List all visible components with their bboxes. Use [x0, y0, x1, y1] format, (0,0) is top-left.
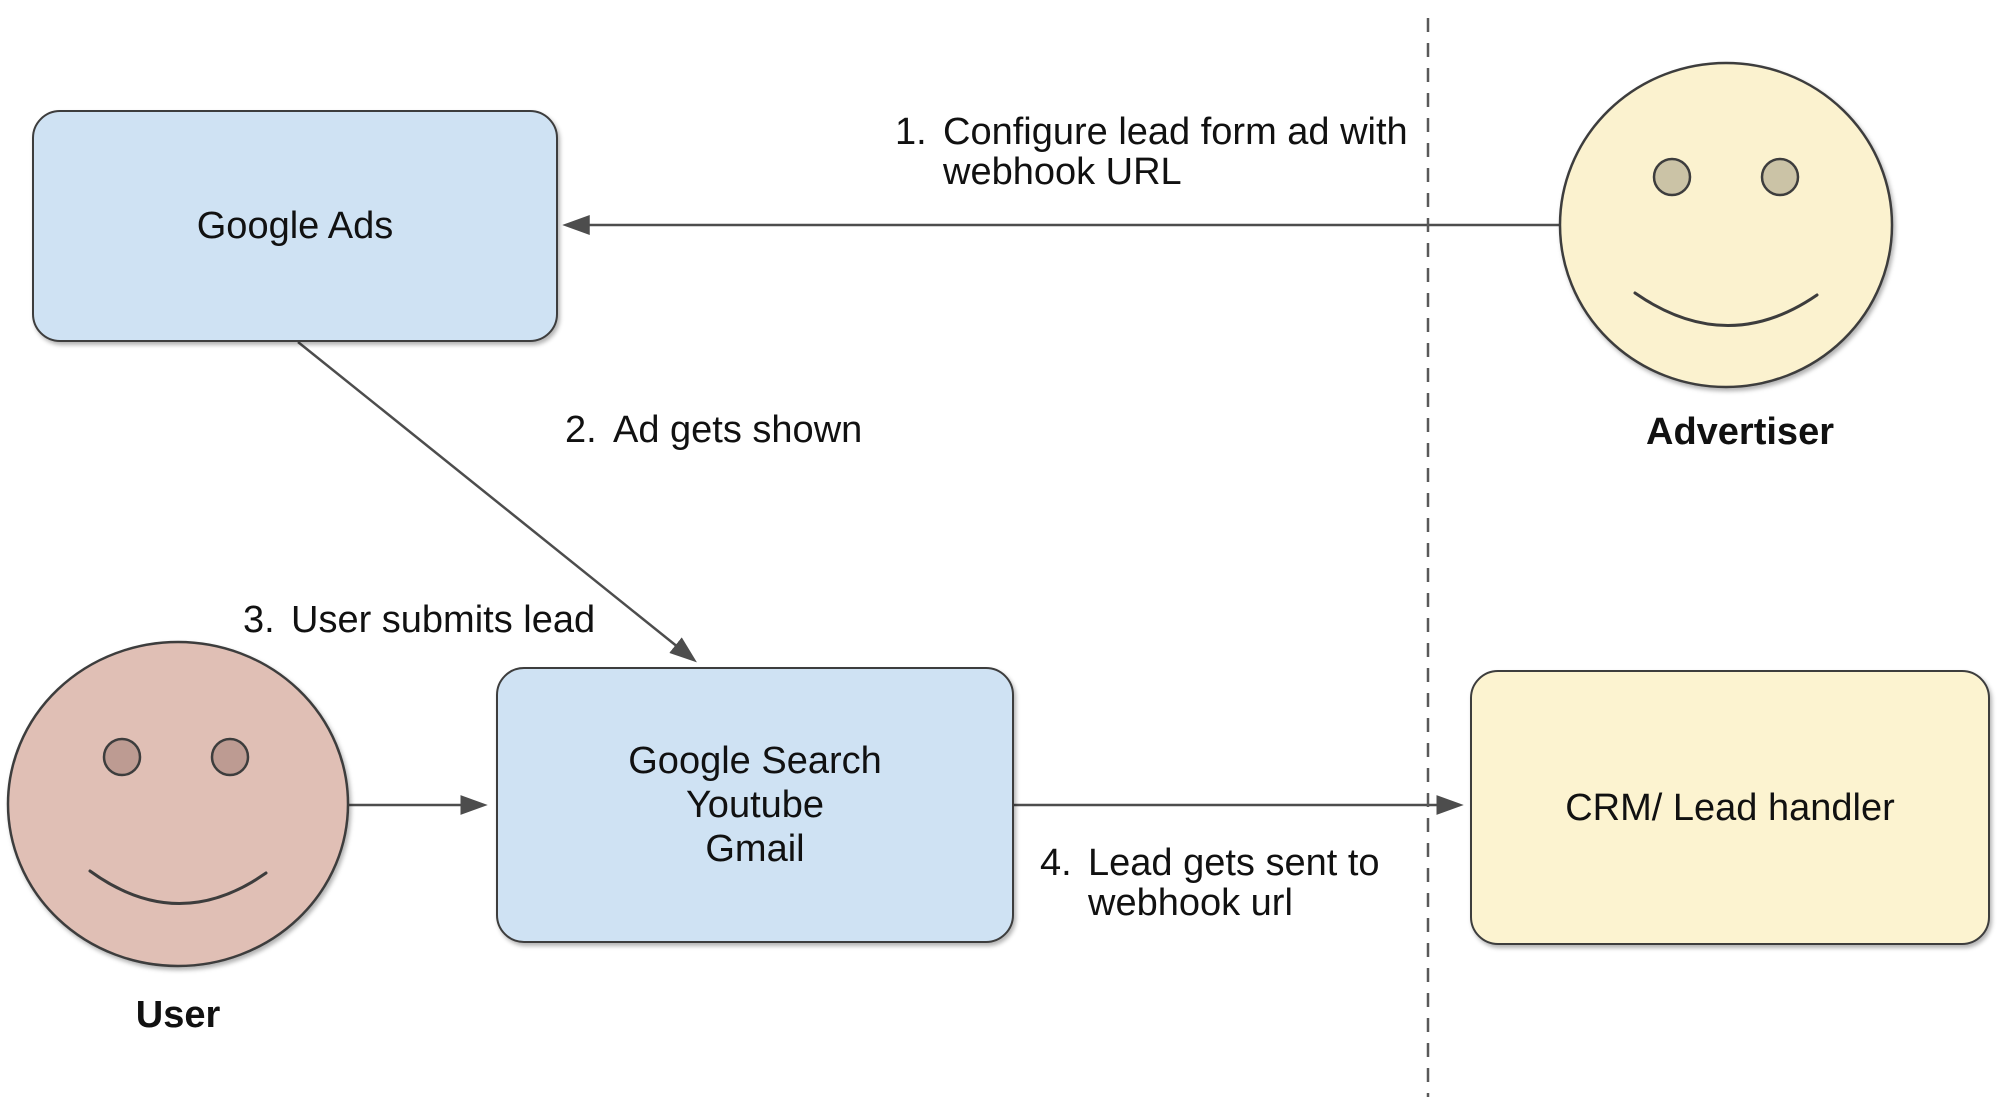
- step-2-number: 2.: [565, 409, 597, 451]
- step-1-number: 1.: [895, 111, 927, 153]
- advertiser-face-icon: [1558, 61, 1894, 389]
- google-ads-label: Google Ads: [196, 205, 394, 247]
- platforms-line-youtube: Youtube: [685, 784, 825, 826]
- user-smile: [88, 869, 268, 905]
- user-right-eye: [210, 737, 250, 777]
- arrow-ad-gets-shown: [297, 341, 697, 663]
- platforms-label: Google Search Youtube Gmail: [628, 739, 882, 871]
- advertiser-left-eye: [1652, 157, 1692, 197]
- advertiser-head: [1558, 61, 1894, 389]
- step-2-annotation: 2. Ad gets shown: [565, 410, 862, 450]
- user-head: [6, 640, 350, 968]
- step-4-text: Lead gets sent to webhook url: [1088, 842, 1380, 924]
- crm-lead-handler-node: CRM/ Lead handler: [1470, 670, 1990, 945]
- user-face-icon: [6, 640, 350, 968]
- step-1-annotation: 1. Configure lead form ad with webhook U…: [895, 112, 1408, 192]
- step-1-text: Configure lead form ad with webhook URL: [943, 111, 1408, 193]
- platforms-line-google-search: Google Search: [628, 740, 882, 782]
- user-left-eye: [102, 737, 142, 777]
- step-3-number: 3.: [243, 599, 275, 641]
- step-4-annotation: 4. Lead gets sent to webhook url: [1040, 843, 1380, 923]
- advertiser-label: Advertiser: [1646, 411, 1834, 453]
- user-label: User: [135, 994, 221, 1036]
- platforms-node: Google Search Youtube Gmail: [496, 667, 1014, 943]
- advertiser-smile: [1633, 291, 1819, 327]
- step-2-text: Ad gets shown: [613, 409, 863, 451]
- google-ads-node: Google Ads: [32, 110, 558, 342]
- advertiser-right-eye: [1760, 157, 1800, 197]
- step-3-text: User submits lead: [291, 599, 596, 641]
- platforms-line-gmail: Gmail: [705, 828, 805, 870]
- step-3-annotation: 3. User submits lead: [243, 600, 595, 640]
- crm-label: CRM/ Lead handler: [1565, 786, 1895, 829]
- step-4-number: 4.: [1040, 842, 1072, 884]
